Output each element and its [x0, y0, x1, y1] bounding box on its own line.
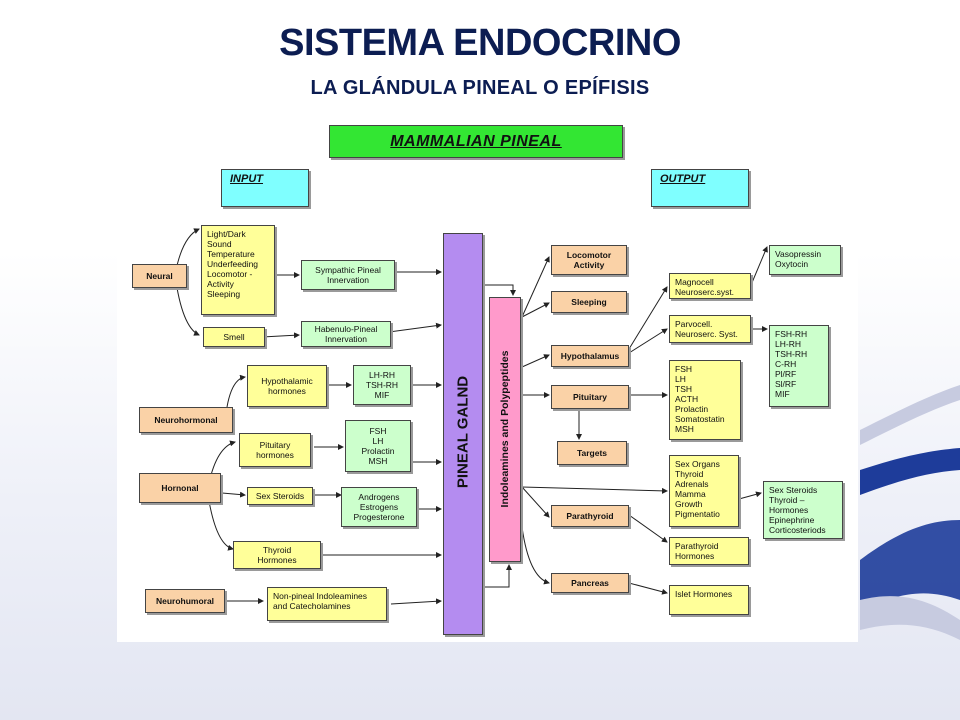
parvocell-box: Parvocell. Neuroserc. Syst.: [669, 315, 751, 343]
parathyroid-hormones-box: Parathyroid Hormones: [669, 537, 749, 565]
lh-rh-box: LH-RH TSH-RH MIF: [353, 365, 411, 405]
targets-box: Targets: [557, 441, 627, 465]
diagram-panel: MAMMALIAN PINEAL INPUT OUTPUT PINEAL GAL…: [117, 117, 858, 642]
locomotor-box: Locomotor Activity: [551, 245, 627, 275]
indoleamines-label: Indoleamines and Polypeptides: [499, 350, 511, 508]
indoleamines-column: [489, 297, 521, 562]
light-dark-box: Light/Dark Sound Temperature Underfeedin…: [201, 225, 275, 315]
pituitary-hormones-box: Pituitary hormones: [239, 433, 311, 467]
hormonal-box: Hornonal: [139, 473, 221, 503]
input-label: INPUT: [221, 169, 309, 207]
output-label: OUTPUT: [651, 169, 749, 207]
thyroid-hormones-box: Thyroid Hormones: [233, 541, 321, 569]
non-pineal-box: Non-pineal Indoleamines and Catecholamin…: [267, 587, 387, 621]
vasopressin-box: Vasopressin Oxytocin: [769, 245, 841, 275]
pineal-gland-label: PINEAL GALND: [454, 375, 472, 489]
neurohormonal-box: Neurohormonal: [139, 407, 233, 433]
islet-box: Islet Hormones: [669, 585, 749, 615]
hypothalamus-box: Hypothalamus: [551, 345, 629, 367]
hypothalamic-box: Hypothalamic hormones: [247, 365, 327, 407]
magnocell-box: Magnocell Neuroserc.syst.: [669, 273, 751, 299]
diagram-header-text: MAMMALIAN PINEAL: [390, 132, 562, 150]
fsh-list-box: FSH LH Prolactin MSH: [345, 420, 411, 472]
smell-box: Smell: [203, 327, 265, 347]
habenulo-box: Habenulo-Pineal Innervation: [301, 321, 391, 347]
pancreas-box: Pancreas: [551, 573, 629, 593]
sympathetic-box: Sympathic Pineal Innervation: [301, 260, 395, 290]
sex-steroids-box: Sex Steroids: [247, 487, 313, 505]
sleeping-box: Sleeping: [551, 291, 627, 313]
diagram-header: MAMMALIAN PINEAL: [329, 125, 623, 158]
sex-organs-box: Sex Organs Thyroid Adrenals Mamma Growth…: [669, 455, 739, 527]
neural-box: Neural: [132, 264, 187, 288]
neurohumoral-box: Neurohumoral: [145, 589, 225, 613]
slide-title: SISTEMA ENDOCRINO: [279, 22, 681, 64]
parathyroid-box: Parathyroid: [551, 505, 629, 527]
pineal-gland: [443, 233, 483, 635]
sex-steroids-out-box: Sex Steroids Thyroid – Hormones Epinephr…: [763, 481, 843, 539]
pituitary-list-box: FSH LH TSH ACTH Prolactin Somatostatin M…: [669, 360, 741, 440]
fsh-rh-box: FSH-RH LH-RH TSH-RH C-RH Pl/RF Sl/RF MIF: [769, 325, 829, 407]
slide-subtitle: LA GLÁNDULA PINEAL O EPÍFISIS: [310, 77, 650, 99]
pituitary-box: Pituitary: [551, 385, 629, 409]
androgens-box: Androgens Estrogens Progesterone: [341, 487, 417, 527]
